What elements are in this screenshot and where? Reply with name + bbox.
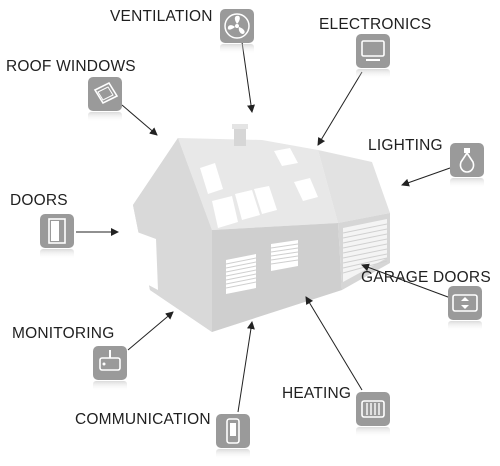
garage-door-icon [448, 286, 482, 331]
garage-door [343, 219, 387, 282]
fan-icon [220, 9, 254, 54]
label-garage-doors: GARAGE DOORS [361, 269, 491, 286]
label-roof-windows: ROOF WINDOWS [6, 58, 136, 75]
roof-window-icon [88, 77, 122, 122]
label-lighting: LIGHTING [368, 137, 443, 154]
door-icon [40, 214, 74, 259]
arrow-communication [237, 321, 255, 413]
label-electronics: ELECTRONICS [319, 16, 432, 33]
house-illustration [133, 124, 390, 332]
chimney [234, 126, 246, 146]
house-front-wall [212, 223, 342, 332]
radiator-icon [356, 392, 390, 437]
arrow-electronics [317, 71, 363, 146]
roof-window-panes [200, 148, 318, 228]
arrow-roof-windows [121, 104, 158, 136]
arrow-lighting [401, 167, 451, 187]
monitor-icon [356, 34, 390, 79]
wall-window-stripes [225, 243, 299, 289]
phone-icon [216, 414, 250, 459]
arrow-monitoring [127, 311, 174, 351]
label-doors: DOORS [10, 192, 68, 209]
label-monitoring: MONITORING [12, 325, 115, 342]
chimney-cap [232, 124, 248, 129]
label-communication: COMMUNICATION [75, 411, 211, 428]
arrow-garage-doors [361, 263, 457, 301]
arrow-heating [305, 296, 363, 391]
light-bulb-icon [450, 143, 484, 188]
camera-icon [93, 346, 127, 391]
house-door [137, 232, 158, 290]
garage-door-slats [342, 223, 388, 274]
label-heating: HEATING [282, 385, 352, 402]
garage-roof [318, 150, 390, 223]
label-ventilation: VENTILATION [110, 8, 213, 25]
arrows [76, 41, 457, 413]
